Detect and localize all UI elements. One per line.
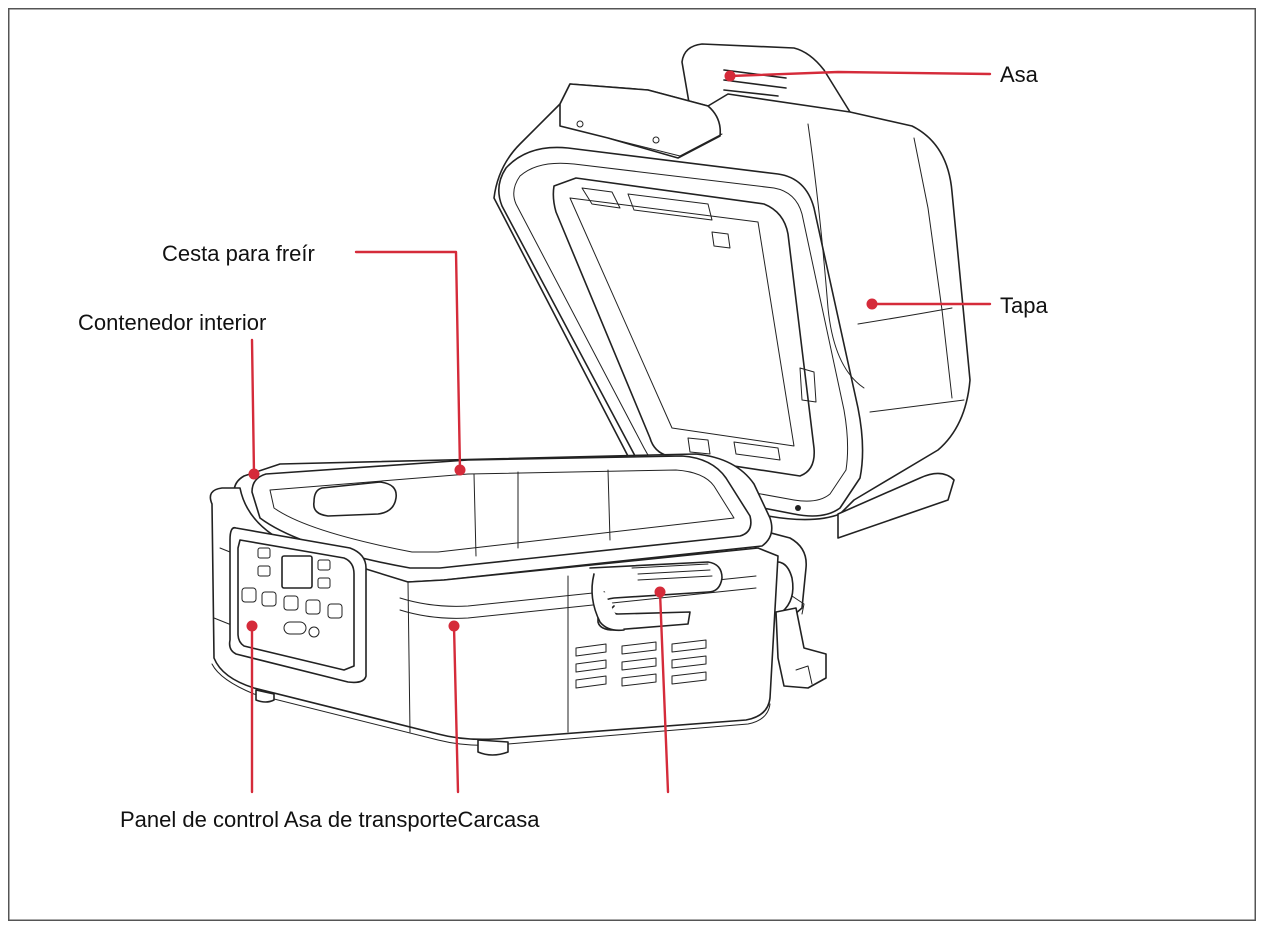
panel-button	[317, 559, 331, 571]
leader-dot-carcasa	[654, 586, 666, 598]
leader-dot-contenedor	[248, 468, 260, 480]
leader-dot-panel	[246, 620, 258, 632]
label-asa: Asa	[1000, 62, 1039, 87]
labels: Asa Tapa Cesta para freír Contenedor int…	[78, 62, 1048, 832]
leader-dot-asa	[724, 70, 736, 82]
diagram-frame: Asa Tapa Cesta para freír Contenedor int…	[8, 8, 1256, 921]
label-bottom-row: Panel de control Asa de transporteCarcas…	[120, 807, 540, 832]
panel-button	[261, 591, 277, 607]
air-fryer-diagram: Asa Tapa Cesta para freír Contenedor int…	[8, 8, 1256, 921]
front-foot	[477, 739, 509, 756]
knob	[308, 626, 320, 638]
vent-slots	[575, 639, 707, 689]
panel-button	[257, 565, 271, 577]
leader-dot-asa-transporte	[448, 620, 460, 632]
lid-window	[552, 177, 816, 477]
panel-button	[305, 599, 321, 615]
panel-button	[317, 577, 331, 589]
leader-cesta	[354, 250, 462, 472]
label-contenedor-interior: Contenedor interior	[78, 310, 266, 335]
leader-asa-transporte	[452, 624, 460, 794]
handle-grip-line-3	[723, 89, 779, 97]
panel-button	[327, 603, 343, 619]
rear-foot	[775, 607, 827, 689]
start-button	[283, 621, 307, 635]
leader-dot-cesta	[454, 464, 466, 476]
base	[209, 453, 779, 756]
leader-carcasa	[658, 590, 670, 794]
label-tapa: Tapa	[1000, 293, 1048, 318]
leader-dot-tapa	[866, 298, 878, 310]
handle-grip-line-2	[723, 79, 787, 89]
leader-asa	[728, 70, 992, 78]
basket-handle-slot	[312, 481, 397, 517]
leader-contenedor	[250, 338, 256, 476]
panel-button	[257, 547, 271, 559]
panel-button	[283, 595, 299, 611]
lid-top-block	[559, 83, 722, 159]
leader-lines	[246, 70, 992, 794]
control-panel-face	[237, 539, 355, 671]
label-cesta-para-freir: Cesta para freír	[162, 241, 315, 266]
display-screen	[281, 555, 313, 589]
panel-button	[241, 587, 257, 603]
